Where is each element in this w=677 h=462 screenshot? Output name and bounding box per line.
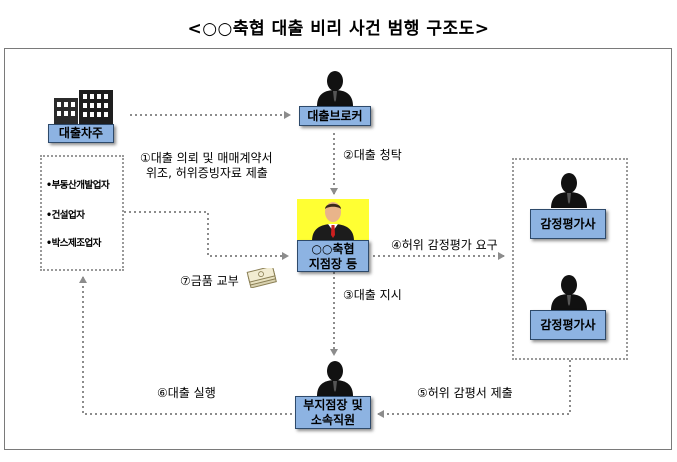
step1-text-line2: 위조, 허위증빙자료 제출 (146, 166, 268, 180)
step6-text: ⑥대출 실행 (157, 386, 216, 400)
step2-text: ②대출 청탁 (343, 148, 402, 162)
money-bills-icon (246, 268, 277, 288)
step3-text: ③대출 지시 (343, 288, 402, 302)
manager-person-icon (312, 202, 354, 241)
arrow-appraisers-to-deputy (377, 360, 571, 418)
arrow-deputy-to-owners (79, 276, 292, 415)
manager-label-line1: ○○축협 (311, 242, 355, 256)
owner-list-box: •부동산개발업자 •건설업자 •박스제조업자 (40, 155, 124, 271)
manager-label-line2: 지점장 등 (308, 257, 358, 271)
step7-text: ⑦금품 교부 (180, 274, 239, 288)
owner-item-developer: •부동산개발업자 (46, 180, 110, 191)
deputy-label: 부지점장 및 소속직원 (295, 396, 371, 429)
owner-item-builder: •건설업자 (46, 210, 85, 221)
owner-item-box-maker: •박스제조업자 (46, 238, 102, 249)
step1-text-line1: ①대출 의뢰 및 매매계약서 (140, 151, 273, 165)
appraiser-1-label: 감정평가사 (530, 209, 606, 239)
appraiser-2-label: 감정평가사 (530, 310, 606, 340)
manager-label: ○○축협 지점장 등 (297, 240, 369, 272)
deputy-label-line2: 소속직원 (310, 413, 356, 427)
diagram-title: <○○축협 대출 비리 사건 범행 구조도> (187, 19, 490, 39)
broker-label: 대출브로커 (299, 106, 371, 126)
deputy-person-icon (317, 361, 353, 396)
building-icon (54, 90, 113, 124)
appraiser-2-person-icon (551, 275, 587, 310)
step5-text: ⑤허위 감평서 제출 (417, 386, 513, 400)
deputy-label-line1: 부지점장 및 (303, 398, 363, 412)
step4-text: ④허위 감정평가 요구 (391, 238, 498, 252)
loan-owner-label: 대출차주 (48, 124, 114, 143)
diagram-frame (4, 48, 672, 450)
person-silhouette-icon (317, 71, 353, 106)
appraiser-1-person-icon (551, 173, 587, 208)
arrow-owners-to-manager (124, 211, 289, 260)
